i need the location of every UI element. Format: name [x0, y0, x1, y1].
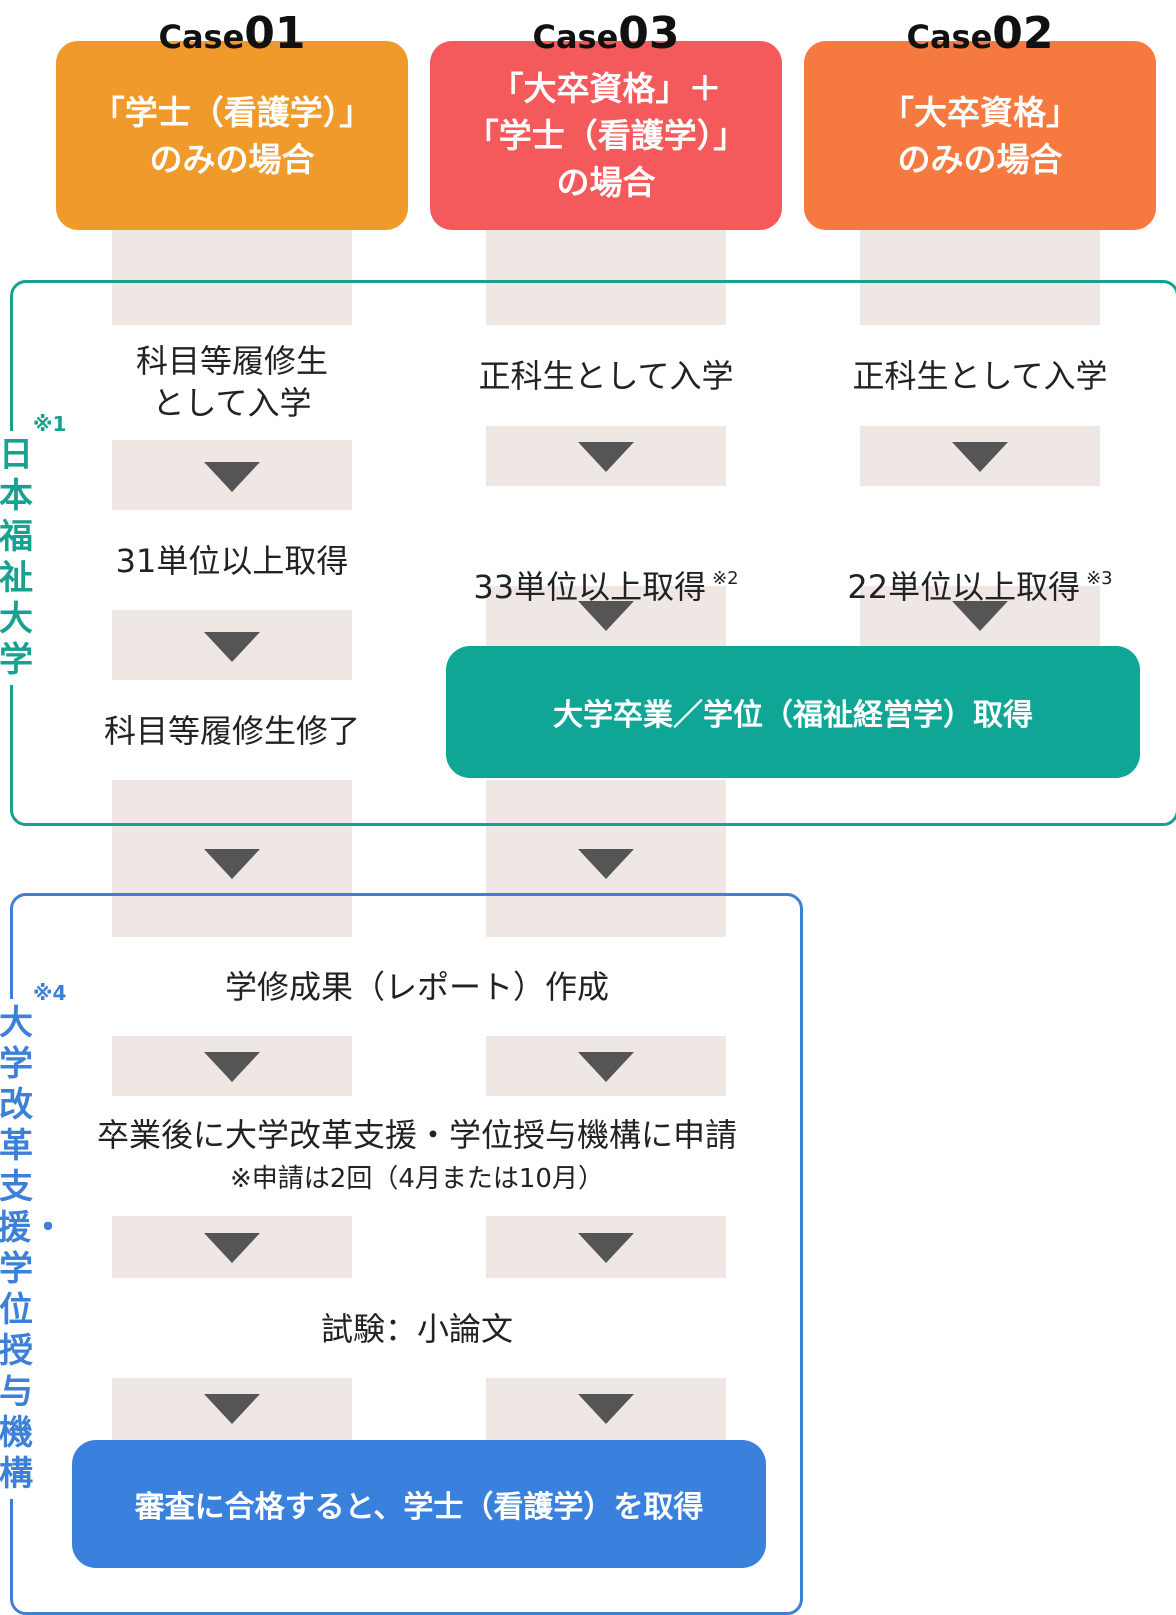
- case02-credits-note: ※3: [1086, 568, 1113, 589]
- down-arrow-icon: [204, 1233, 260, 1263]
- case03-prefix: Case: [532, 18, 619, 56]
- case02-step-credits: 22単位以上取得※3: [820, 516, 1140, 608]
- down-arrow-icon: [204, 462, 260, 492]
- case01-step-complete: 科目等履修生修了: [103, 712, 360, 750]
- case03-label: Case03: [506, 8, 706, 59]
- section-niad-note: ※4: [33, 981, 67, 1005]
- down-arrow-icon: [578, 1233, 634, 1263]
- case01-number: 01: [244, 8, 306, 59]
- case02-number: 02: [992, 8, 1054, 59]
- final-result-box: 審査に合格すると、学士（看護学）を取得: [72, 1440, 766, 1568]
- case01-box: 「学士（看護学）」 のみの場合: [56, 41, 408, 230]
- case03-box: 「大卒資格」＋ 「学士（看護学）」 の場合: [430, 41, 782, 230]
- down-arrow-icon: [578, 1394, 634, 1424]
- section-nihon-fukushi-label: 日本福祉大学: [0, 431, 35, 685]
- down-arrow-icon: [578, 1052, 634, 1082]
- case03-number: 03: [618, 8, 680, 59]
- case01-label: Case01: [132, 8, 332, 59]
- step-report: 学修成果（レポート）作成: [224, 968, 609, 1006]
- down-arrow-icon: [578, 849, 634, 879]
- down-arrow-icon: [204, 849, 260, 879]
- case01-step-credits: 31単位以上取得: [115, 542, 349, 580]
- down-arrow-icon: [578, 601, 634, 631]
- case01-step-enroll: 科目等履修生 として入学: [135, 342, 328, 422]
- case03-column-top: [486, 225, 726, 325]
- case02-prefix: Case: [906, 18, 993, 56]
- case02-credits-text: 22単位以上取得: [847, 568, 1081, 606]
- down-arrow-icon: [952, 601, 1008, 631]
- down-arrow-icon: [578, 442, 634, 472]
- case03-credits-note: ※2: [712, 568, 739, 589]
- case03-step-enroll: 正科生として入学: [478, 357, 734, 395]
- step-exam: 試験：小論文: [320, 1310, 513, 1348]
- case02-box: 「大卒資格」 のみの場合: [804, 41, 1156, 230]
- case03-step-credits: 33単位以上取得※2: [446, 516, 766, 608]
- section-niad-label: 大学改革支援・学位授与機構: [0, 999, 65, 1499]
- case03-credits-text: 33単位以上取得: [473, 568, 707, 606]
- down-arrow-icon: [204, 632, 260, 662]
- down-arrow-icon: [204, 1394, 260, 1424]
- down-arrow-icon: [204, 1052, 260, 1082]
- graduation-box: 大学卒業／学位（福祉経営学）取得: [446, 646, 1140, 778]
- case02-step-enroll: 正科生として入学: [852, 357, 1108, 395]
- case01-column-top: [112, 225, 352, 325]
- step-apply: 卒業後に大学改革支援・学位授与機構に申請: [96, 1116, 737, 1154]
- case01-prefix: Case: [158, 18, 245, 56]
- step-apply-note: ※申請は2回（4月または10月）: [230, 1164, 604, 1194]
- section-nihon-fukushi-note: ※1: [33, 412, 67, 436]
- case02-column-top: [860, 225, 1100, 325]
- case02-label: Case02: [880, 8, 1080, 59]
- down-arrow-icon: [952, 442, 1008, 472]
